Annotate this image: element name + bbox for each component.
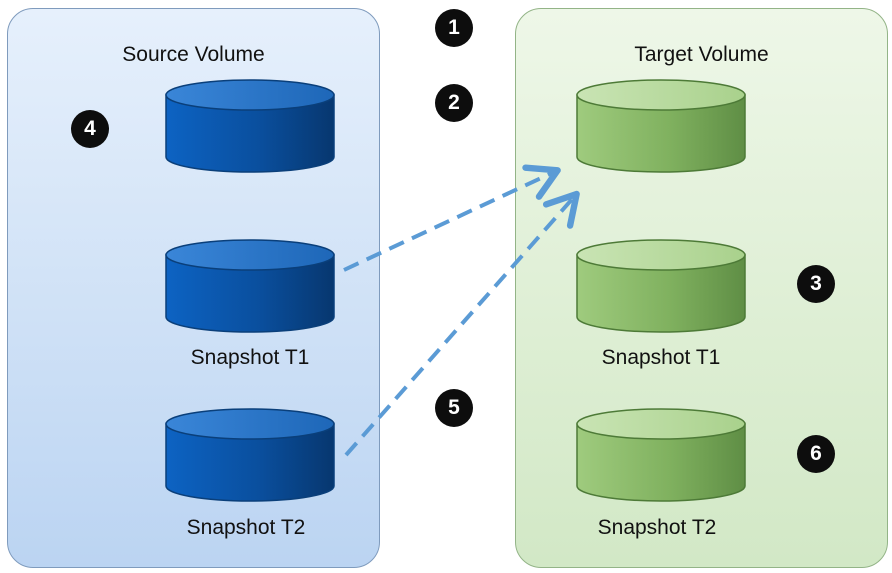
source-volume-title: Source Volume — [122, 43, 265, 66]
source-snapshot-t2-cylinder — [164, 407, 336, 503]
target-volume-title: Target Volume — [634, 43, 769, 66]
target-snapshot-t1-cylinder — [575, 238, 747, 334]
arrow-snapshot-t2-to-target — [344, 190, 580, 457]
step-badge-6: 6 — [797, 435, 835, 473]
step-badge-4: 4 — [71, 110, 109, 148]
source-snapshot-t1-label: Snapshot T1 — [190, 346, 310, 369]
target-snapshot-t2-cylinder — [575, 407, 747, 503]
source-snapshot-t2-label: Snapshot T2 — [186, 516, 306, 539]
target-volume-cylinder — [575, 78, 747, 174]
target-snapshot-t1-label: Snapshot T1 — [601, 346, 721, 369]
source-snapshot-t1-cylinder — [164, 238, 336, 334]
step-badge-3: 3 — [797, 265, 835, 303]
arrow-snapshot-t1-to-target — [343, 164, 561, 272]
target-snapshot-t2-label: Snapshot T2 — [597, 516, 717, 539]
source-volume-cylinder — [164, 78, 336, 174]
step-badge-1: 1 — [435, 9, 473, 47]
step-badge-5: 5 — [435, 389, 473, 427]
step-badge-2: 2 — [435, 84, 473, 122]
